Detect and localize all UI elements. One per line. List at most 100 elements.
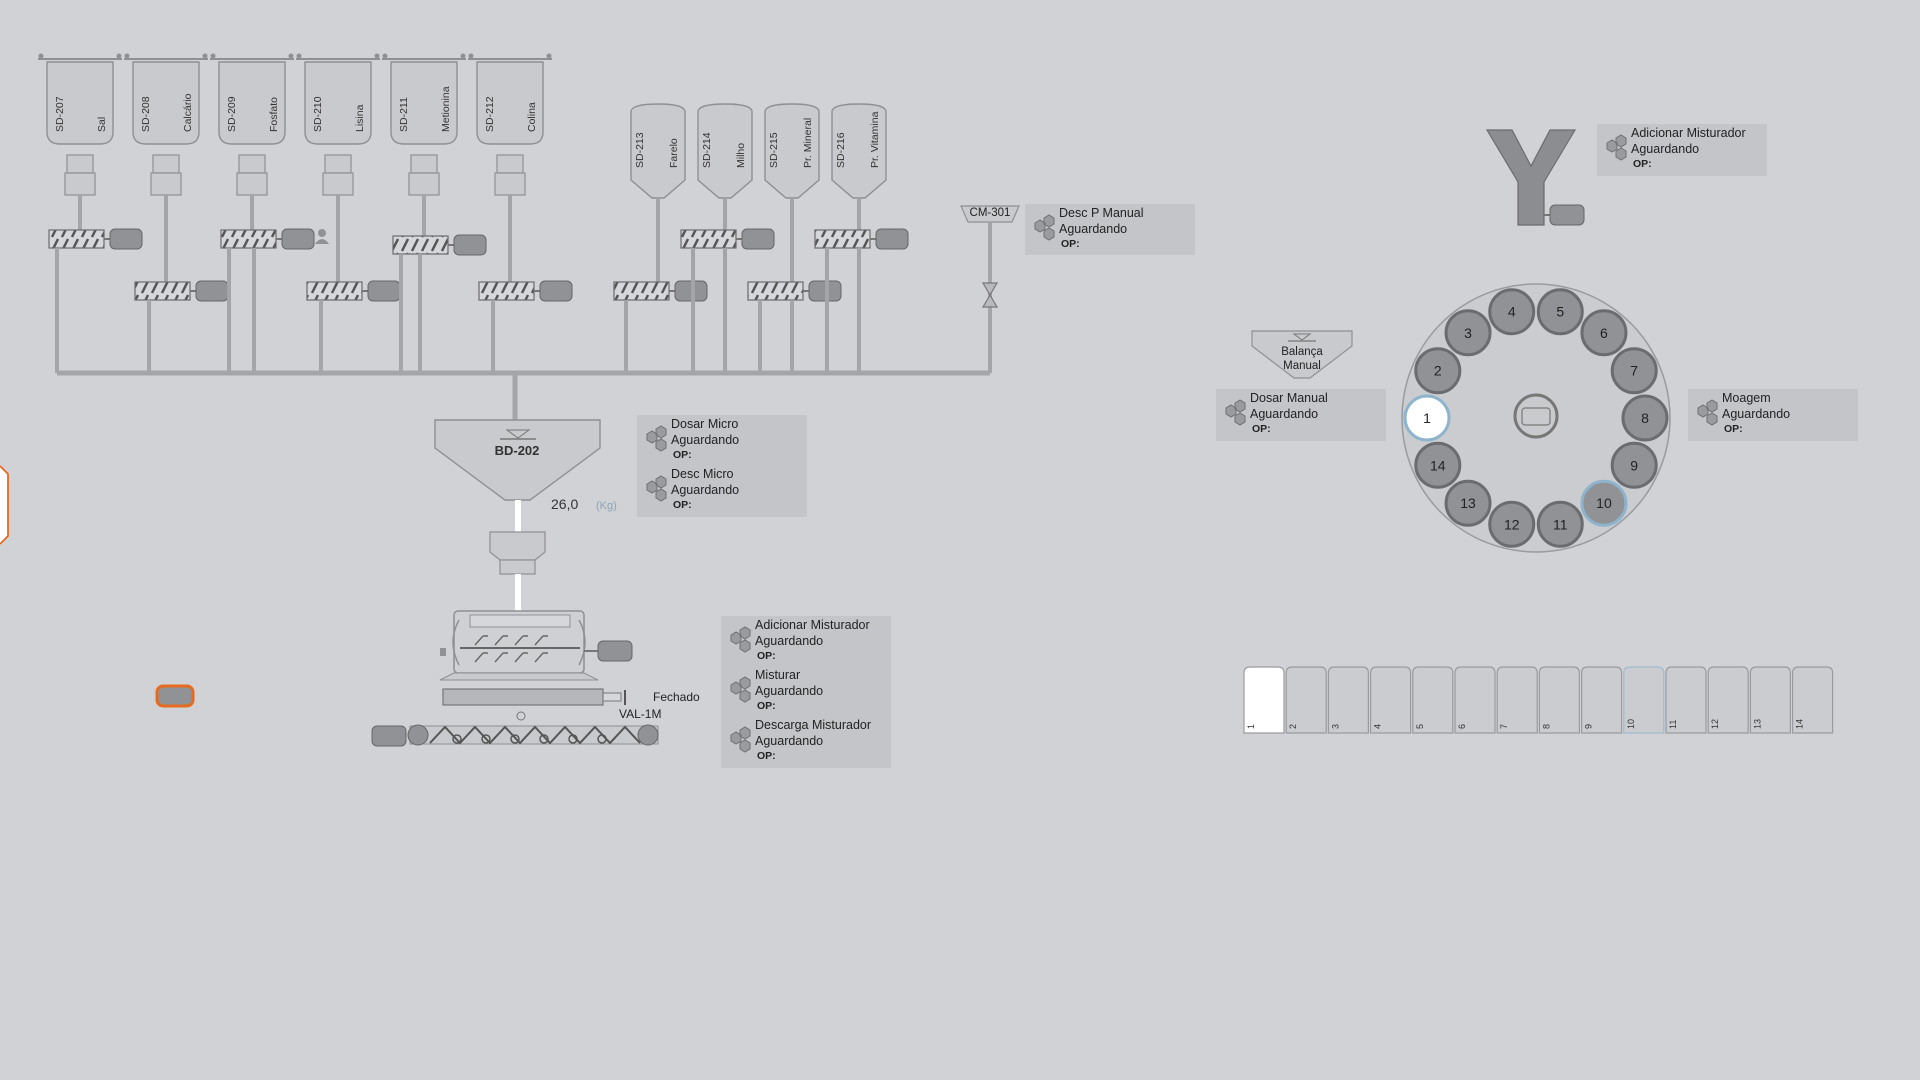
bin-11[interactable]: 11 xyxy=(1665,666,1707,734)
cm301-intake[interactable]: CM-301 xyxy=(960,205,1020,373)
carousel-position-2[interactable]: 2 xyxy=(1414,347,1462,395)
screw-conveyor-icon[interactable] xyxy=(613,281,675,301)
bin-7[interactable]: 7 xyxy=(1496,666,1538,734)
valve-icon[interactable] xyxy=(981,282,999,308)
status-item[interactable]: Desc Micro Aguardando OP: xyxy=(637,465,807,515)
bin-5[interactable]: 5 xyxy=(1412,666,1454,734)
status-item[interactable]: Dosar Micro Aguardando OP: xyxy=(637,415,807,465)
carousel-position-14[interactable]: 14 xyxy=(1414,441,1462,489)
carousel-position-13[interactable]: 13 xyxy=(1444,479,1492,527)
bin-1[interactable]: 1 xyxy=(1243,666,1285,734)
status-item[interactable]: Desc P Manual Aguardando OP: xyxy=(1025,204,1195,254)
bin-8[interactable]: 8 xyxy=(1538,666,1580,734)
carousel-position-label: 12 xyxy=(1504,516,1520,532)
carousel-position-11[interactable]: 11 xyxy=(1536,500,1584,548)
balanca-manual[interactable]: Balança Manual xyxy=(1251,330,1353,379)
status-item[interactable]: Adicionar Misturador Aguardando OP: xyxy=(1597,124,1767,174)
carousel-position-5[interactable]: 5 xyxy=(1536,288,1584,336)
carousel-position-3[interactable]: 3 xyxy=(1444,309,1492,357)
screw-conveyor-icon[interactable] xyxy=(48,229,110,249)
status-op: OP: xyxy=(673,499,692,511)
screw-conveyor-icon[interactable] xyxy=(814,229,876,249)
mixer[interactable] xyxy=(439,610,633,721)
bin-3[interactable]: 3 xyxy=(1327,666,1369,734)
bin-4[interactable]: 4 xyxy=(1370,666,1412,734)
bd202-label: BD-202 xyxy=(495,443,540,458)
status-item[interactable]: Descarga Misturador Aguardando OP: xyxy=(721,716,891,766)
bin-14[interactable]: 14 xyxy=(1792,666,1834,734)
carousel-position-1[interactable]: 1 xyxy=(1403,394,1451,442)
bd202-hopper[interactable]: BD-202 xyxy=(434,419,601,532)
motor-icon[interactable] xyxy=(453,234,487,256)
bin-9[interactable]: 9 xyxy=(1581,666,1623,734)
carousel-position-7[interactable]: 7 xyxy=(1610,347,1658,395)
silo-tag: SD-208 xyxy=(140,96,152,132)
y-hopper[interactable] xyxy=(1485,129,1585,226)
carousel-position-8[interactable]: 8 xyxy=(1621,394,1669,442)
status-item[interactable]: Moagem Aguardando OP: xyxy=(1688,389,1858,439)
carousel-position-12[interactable]: 12 xyxy=(1488,500,1536,548)
conveyor-motor-icon[interactable] xyxy=(371,725,407,747)
bin-12[interactable]: 12 xyxy=(1707,666,1749,734)
status-state: Aguardando xyxy=(1250,407,1319,421)
bin-6[interactable]: 6 xyxy=(1454,666,1496,734)
mixer-motor-icon[interactable] xyxy=(597,640,633,662)
bin-13[interactable]: 13 xyxy=(1749,666,1791,734)
mixer-valve-state: Fechado xyxy=(653,690,700,704)
screw-conveyor-icon[interactable] xyxy=(747,281,809,301)
alarm-motor-icon[interactable] xyxy=(155,684,195,708)
carousel-position-4[interactable]: 4 xyxy=(1488,288,1536,336)
motor-icon[interactable] xyxy=(109,228,143,250)
carousel-position-6[interactable]: 6 xyxy=(1580,309,1628,357)
side-panel-tab[interactable] xyxy=(0,465,9,545)
drag-conveyor[interactable] xyxy=(371,724,659,747)
carousel-position-10[interactable]: 10 xyxy=(1580,479,1628,527)
bin-label: 8 xyxy=(1541,724,1551,729)
carousel-position-9[interactable]: 9 xyxy=(1610,441,1658,489)
motor-icon[interactable] xyxy=(539,280,573,302)
status-item[interactable]: Misturar Aguardando OP: xyxy=(721,666,891,716)
silo-name: Sal xyxy=(96,117,108,132)
motor-icon[interactable] xyxy=(281,228,315,250)
motor-icon[interactable] xyxy=(741,228,775,250)
bin-label: 9 xyxy=(1584,724,1594,729)
motor-icon[interactable] xyxy=(367,280,401,302)
screw-conveyor-icon[interactable] xyxy=(306,281,368,301)
silo-tag: SD-215 xyxy=(768,132,780,168)
status-item[interactable]: Adicionar Misturador Aguardando OP: xyxy=(721,616,891,666)
y-hopper-motor-icon[interactable] xyxy=(1549,204,1585,226)
screw-conveyor-icon[interactable] xyxy=(134,281,196,301)
silo-tag: SD-207 xyxy=(54,96,66,132)
silo-tag: SD-213 xyxy=(634,132,646,168)
silo-name: Colina xyxy=(526,102,538,132)
motor-icon[interactable] xyxy=(875,228,909,250)
motor-icon[interactable] xyxy=(195,280,229,302)
carousel-position-label: 6 xyxy=(1600,325,1608,341)
bin-label: 3 xyxy=(1330,724,1340,729)
silo-sd-212[interactable]: SD-212 Colina xyxy=(468,53,552,196)
screw-conveyor-icon[interactable] xyxy=(478,281,540,301)
bin-label: 11 xyxy=(1668,720,1678,729)
status-box-micro: Dosar Micro Aguardando OP: Desc Micro Ag… xyxy=(637,415,807,517)
status-item[interactable]: Dosar Manual Aguardando OP: xyxy=(1216,389,1386,439)
status-state: Aguardando xyxy=(755,634,824,648)
bin-2[interactable]: 2 xyxy=(1285,666,1327,734)
screw-conveyor-icon[interactable] xyxy=(392,235,454,255)
status-op: OP: xyxy=(1633,158,1652,170)
bin-10[interactable]: 10 xyxy=(1623,666,1665,734)
silo-tag: SD-212 xyxy=(484,96,496,132)
screw-conveyor-icon[interactable] xyxy=(680,229,742,249)
scale-icon xyxy=(500,429,536,440)
screw-conveyor-icon[interactable] xyxy=(220,229,282,249)
